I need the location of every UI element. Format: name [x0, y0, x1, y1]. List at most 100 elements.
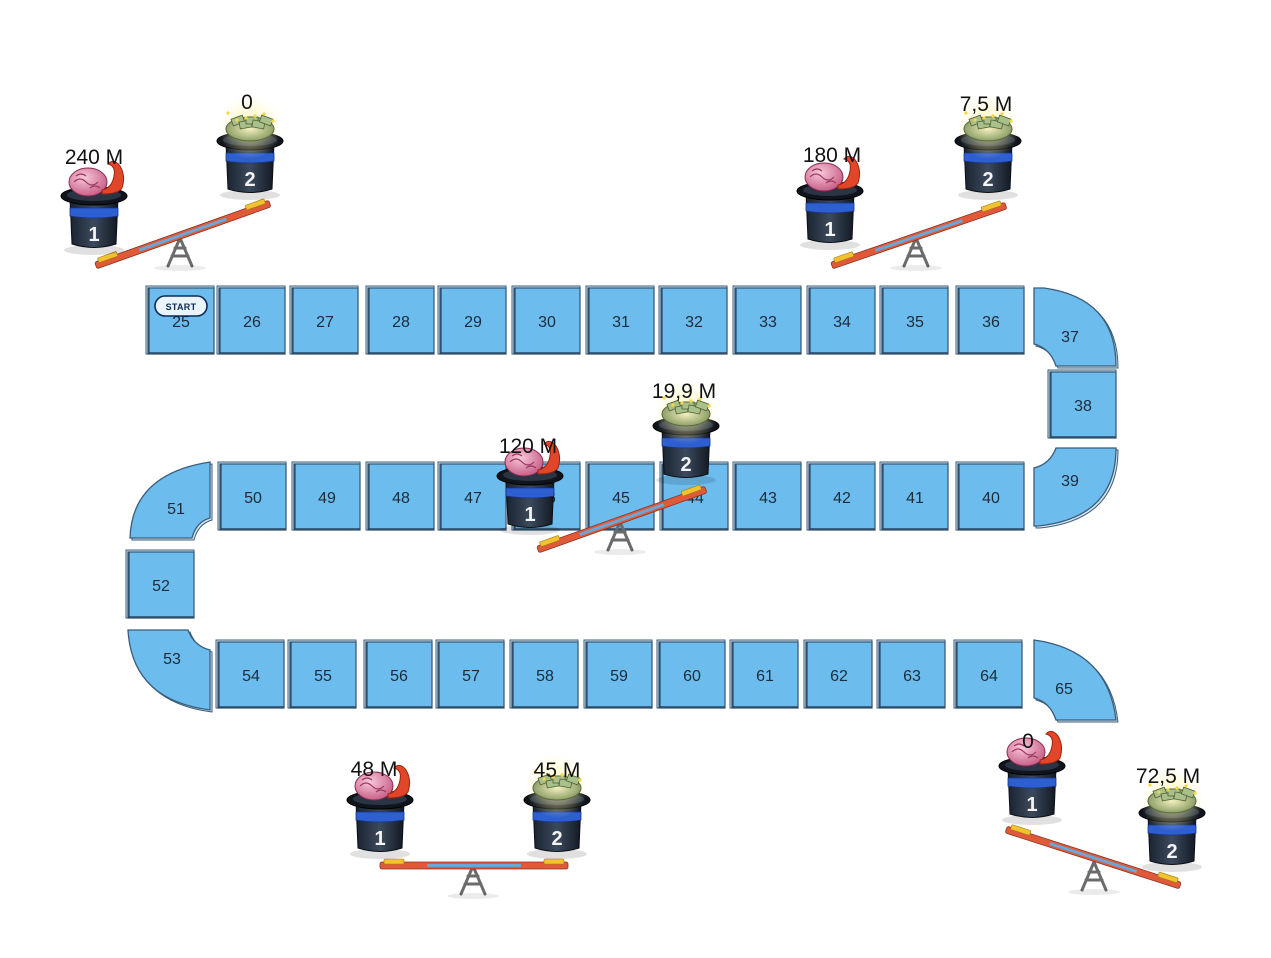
seesaw-4-hat-2: 2	[523, 754, 591, 859]
board-tile-number: 28	[392, 314, 410, 331]
board-tile-54[interactable]: 54	[215, 639, 285, 709]
brain-muscle-icon	[1006, 730, 1063, 767]
seesaw-5-hat-2-amount: 72,5 M	[1135, 765, 1201, 788]
board-tile-number: 27	[316, 314, 334, 331]
hat-number: 2	[680, 454, 691, 476]
board-tile-number: 65	[1055, 681, 1073, 698]
board-tile-43[interactable]: 43	[732, 461, 802, 531]
board-tile-65[interactable]: 65	[1033, 639, 1119, 723]
board-tile-61[interactable]: 61	[729, 639, 799, 709]
board-tile-number: 63	[903, 668, 921, 685]
board-tile-63[interactable]: 63	[876, 639, 946, 709]
board-tile-56[interactable]: 56	[363, 639, 433, 709]
seesaw-plank	[379, 858, 569, 870]
board-tile-26[interactable]: 26	[216, 285, 286, 355]
board-tile-33[interactable]: 33	[732, 285, 802, 355]
hat-number: 1	[88, 224, 99, 246]
seesaw-stand-icon	[154, 236, 206, 271]
board-tile-39[interactable]: 39	[1033, 447, 1119, 529]
board-tile-35[interactable]: 35	[879, 285, 949, 355]
money-stack-icon	[956, 95, 1020, 159]
money-stack-icon	[218, 95, 282, 159]
seesaw-5-hat-2: 2	[1138, 767, 1206, 872]
hat-number: 2	[244, 169, 255, 191]
board-tile-58[interactable]: 58	[509, 639, 579, 709]
seesaw-2-hat-2-amount: 7,5 M	[959, 93, 1013, 116]
money-stack-icon	[1140, 767, 1204, 831]
board-tile-40[interactable]: 40	[955, 461, 1025, 531]
board-tile-29[interactable]: 29	[437, 285, 507, 355]
board-tile-number: 36	[982, 314, 1000, 331]
seesaw-1-hat-1: 1	[60, 160, 128, 255]
board-tile-number: 32	[685, 314, 703, 331]
board-tile-55[interactable]: 55	[287, 639, 357, 709]
board-tile-number: 39	[1061, 473, 1079, 490]
seesaw-3-hat-1-amount: 120 M	[498, 435, 558, 458]
seesaw-3: 12	[496, 380, 720, 555]
seesaw-1: 12	[60, 95, 284, 271]
seesaw-5: 12	[998, 730, 1206, 895]
board-tile-57[interactable]: 57	[435, 639, 505, 709]
seesaw-2-hat-1-amount: 180 M	[802, 144, 862, 167]
board-tile-number: 60	[683, 668, 701, 685]
seesaw-1-hat-2-amount: 0	[241, 91, 253, 114]
board-tile-number: 34	[833, 314, 851, 331]
board-tile-41[interactable]: 41	[879, 461, 949, 531]
board-tile-37[interactable]: 37	[1033, 287, 1119, 369]
money-stack-icon	[525, 754, 589, 818]
seesaw-5-hat-1-amount: 0	[1022, 730, 1034, 753]
hat-number: 1	[524, 504, 535, 526]
board-tile-30[interactable]: 30	[511, 285, 581, 355]
board-tile-48[interactable]: 48	[365, 461, 435, 531]
board-tile-64[interactable]: 64	[953, 639, 1023, 709]
brain-muscle-icon	[504, 440, 561, 477]
seesaw-4-hat-2-amount: 45 M	[533, 759, 581, 782]
seesaw-2: 12	[796, 95, 1022, 271]
board-tile-47[interactable]: 47	[437, 461, 507, 531]
board-tile-number: 58	[536, 668, 554, 685]
board-tile-42[interactable]: 42	[806, 461, 876, 531]
board-tile-51[interactable]: 51	[129, 461, 213, 541]
seesaw-plank	[1005, 824, 1182, 889]
board-tile-32[interactable]: 32	[658, 285, 728, 355]
board-tile-62[interactable]: 62	[803, 639, 873, 709]
brain-muscle-icon	[354, 764, 411, 801]
board-tile-number: 30	[538, 314, 556, 331]
board-tile-number: 52	[152, 578, 170, 595]
seesaw-2-hat-1: 1	[796, 155, 864, 250]
board-tile-53[interactable]: 53	[127, 629, 213, 713]
hat-number: 2	[982, 169, 993, 191]
board-tile-number: 29	[464, 314, 482, 331]
board-tile-50[interactable]: 50	[217, 461, 287, 531]
hat-number: 1	[824, 219, 835, 241]
seesaw-stand-icon	[890, 236, 942, 271]
board-tile-number: 62	[830, 668, 848, 685]
board-tile-number: 50	[244, 490, 262, 507]
board-tile-28[interactable]: 28	[365, 285, 435, 355]
board-tile-number: 49	[318, 490, 336, 507]
board-tile-36[interactable]: 36	[955, 285, 1025, 355]
seesaw-plank	[536, 484, 707, 553]
seesaw-stand-icon	[1068, 860, 1120, 895]
board-tile-60[interactable]: 60	[656, 639, 726, 709]
hat-number: 2	[1166, 841, 1177, 863]
seesaw-5-hat-1: 1	[998, 730, 1066, 825]
board-tile-27[interactable]: 27	[289, 285, 359, 355]
board-tile-59[interactable]: 59	[583, 639, 653, 709]
hat-number: 1	[374, 828, 385, 850]
board-tile-number: 55	[314, 668, 332, 685]
seesaw-4-hat-1-amount: 48 M	[350, 758, 398, 781]
board-tile-number: 26	[243, 314, 261, 331]
board-tile-52[interactable]: 52	[125, 549, 195, 619]
board-tile-34[interactable]: 34	[806, 285, 876, 355]
board-tile-number: 43	[759, 490, 777, 507]
board-tile-38[interactable]: 38	[1047, 369, 1117, 439]
seesaw-stand-icon	[594, 520, 646, 555]
board-tile-number: 45	[612, 490, 630, 507]
board-tile-31[interactable]: 31	[585, 285, 655, 355]
board-tile-49[interactable]: 49	[291, 461, 361, 531]
